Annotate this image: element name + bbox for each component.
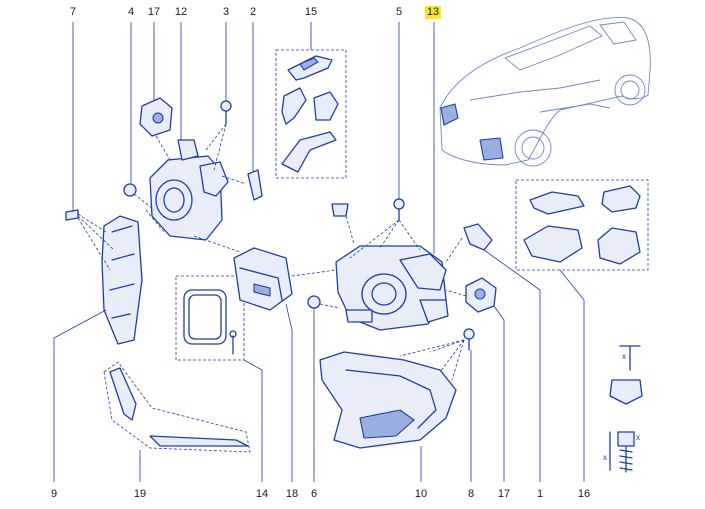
seal-frame-14	[175, 275, 245, 361]
dimension-mark: x	[636, 433, 640, 442]
callout-15: 15	[304, 6, 318, 18]
bracket-set-15	[275, 49, 347, 179]
fastener-detail	[609, 345, 643, 473]
part-5-screw	[393, 198, 405, 221]
callout-18: 18	[285, 488, 299, 500]
part-3-screw	[220, 100, 232, 125]
callout-19: 19	[133, 488, 147, 500]
callout-2: 2	[249, 6, 257, 18]
part-8-screw	[463, 328, 475, 351]
car-foglamp-highlight	[479, 137, 504, 161]
leader-lines	[53, 22, 585, 482]
part-12-headlamp	[149, 139, 229, 241]
part-6-cap	[307, 295, 321, 309]
dimension-marks: x x x	[603, 352, 640, 462]
part-13-headlamp-main	[335, 245, 449, 331]
callout-7: 7	[69, 6, 77, 18]
dimension-mark: x	[622, 352, 626, 361]
part-9-side-bracket	[101, 215, 143, 345]
callout-8: 8	[467, 488, 475, 500]
bracket-set-16	[515, 179, 649, 271]
callout-1: 1	[536, 488, 544, 500]
part-1-bracket	[463, 223, 493, 251]
callout-10: 10	[414, 488, 428, 500]
part-17-motor-left	[139, 97, 173, 137]
callout-5: 5	[395, 6, 403, 18]
callout-4: 4	[127, 6, 135, 18]
callout-14: 14	[255, 488, 269, 500]
part-17-motor-right	[465, 277, 497, 313]
part-10-foglamp-housing	[319, 351, 457, 449]
part-2-clip	[247, 169, 263, 201]
callout-12: 12	[174, 6, 188, 18]
trim-set-19	[103, 361, 251, 453]
dimension-mark: x	[603, 453, 607, 462]
callout-17-top: 17	[147, 6, 161, 18]
part-18-module	[233, 247, 293, 311]
callout-17-bottom: 17	[497, 488, 511, 500]
callout-13-highlighted: 13	[425, 6, 441, 19]
callout-6: 6	[310, 488, 318, 500]
vehicle-outline	[439, 16, 651, 167]
part-cap-small	[331, 203, 349, 217]
callout-9: 9	[50, 488, 58, 500]
part-7-screw	[65, 209, 79, 221]
car-headlamp-highlight	[440, 103, 459, 126]
callout-3: 3	[222, 6, 230, 18]
callout-16: 16	[577, 488, 591, 500]
part-4-cap	[123, 183, 137, 197]
assembly-arrows	[77, 123, 467, 381]
